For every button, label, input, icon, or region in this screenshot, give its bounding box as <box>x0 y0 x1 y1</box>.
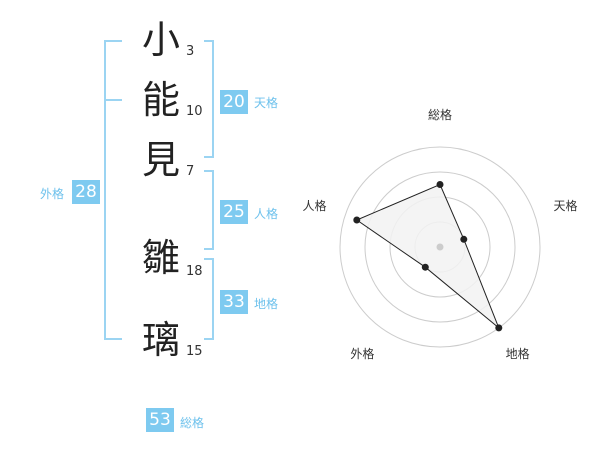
radar-data-polygon <box>355 183 500 329</box>
name-char-5: 璃 <box>141 318 180 362</box>
soukaku-value: 53 <box>146 408 174 432</box>
radar-axis-label-3: 地格 <box>506 346 530 361</box>
radar-point-3 <box>495 324 503 332</box>
chikaku-bracket-top <box>204 258 214 260</box>
gaikaku-value: 28 <box>72 180 100 204</box>
gaikaku-label: 外格 <box>40 187 65 201</box>
radar-axis-label-5: 人格 <box>302 198 326 213</box>
name-char-3: 見 <box>141 138 180 182</box>
stroke-count-1: 3 <box>186 44 195 59</box>
tenkaku-bracket-vertical <box>212 40 214 158</box>
stroke-count-5: 15 <box>186 344 203 359</box>
radar-point-5 <box>353 216 361 224</box>
stroke-count-2: 10 <box>186 104 203 119</box>
stroke-count-3: 7 <box>186 164 195 179</box>
tenkaku-label: 天格 <box>254 96 279 110</box>
name-char-1: 小 <box>141 18 180 62</box>
radar-ring-4 <box>339 146 541 348</box>
outer-bracket-top <box>104 40 122 42</box>
jinkaku-value: 25 <box>220 200 248 224</box>
jinkaku-label: 人格 <box>254 207 279 221</box>
radar-point-2 <box>460 235 468 243</box>
tenkaku-value: 20 <box>220 90 248 114</box>
outer-bracket-mid <box>104 99 122 101</box>
chikaku-label: 地格 <box>254 297 279 311</box>
tenkaku-bracket-top <box>204 40 214 42</box>
chikaku-bracket-bottom <box>204 338 214 340</box>
jinkaku-bracket-top <box>204 170 214 172</box>
radar-axis-label-2: 天格 <box>553 198 577 213</box>
radar-ring-3 <box>364 171 516 323</box>
chikaku-bracket-vertical <box>212 258 214 340</box>
chikaku-value: 33 <box>220 290 248 314</box>
outer-bracket-bottom <box>104 338 122 340</box>
name-char-4: 雛 <box>141 236 180 280</box>
radar-axis-label-4: 外格 <box>350 346 374 361</box>
soukaku-label: 総格 <box>180 416 205 430</box>
stroke-count-4: 18 <box>186 264 203 279</box>
jinkaku-bracket-vertical <box>212 170 214 250</box>
name-char-2: 能 <box>141 78 180 122</box>
radar-point-1 <box>436 181 444 188</box>
tenkaku-bracket-bottom <box>204 156 214 158</box>
jinkaku-bracket-bottom <box>204 248 214 250</box>
radar-center-dot <box>436 243 444 251</box>
radar-axis-label-1: 総格 <box>428 107 452 122</box>
outer-bracket-vertical <box>104 40 106 340</box>
radar-point-4 <box>421 263 429 271</box>
